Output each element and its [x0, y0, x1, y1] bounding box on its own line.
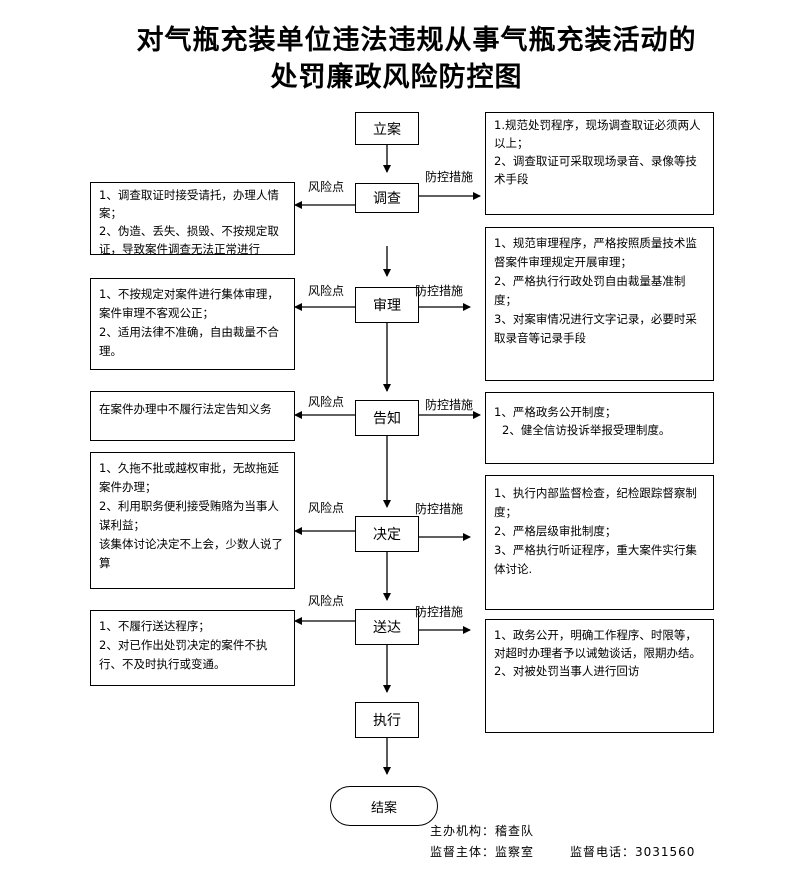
- step-lian: 立案: [355, 112, 419, 145]
- measure-box-shenli: 1、规范审理程序，严格按照质量技术监督案件审理规定开展审理； 2、严格执行行政处…: [485, 227, 714, 381]
- measure-label-2: 防控措施: [415, 284, 464, 298]
- risk-label-2: 风险点: [308, 284, 345, 298]
- risk-text: 1、不履行送达程序；: [99, 619, 210, 633]
- risk-text: 1、久拖不批或越权审批，无故拖延案件办理；: [99, 461, 279, 494]
- measure-text: 2、对被处罚当事人进行回访: [494, 664, 640, 678]
- measure-text: 2、严格层级审批制度；: [494, 524, 617, 538]
- measure-text: 1、执行内部监督检查，纪检跟踪督察制度；: [494, 486, 697, 519]
- risk-box-songda: 1、不履行送达程序； 2、对已作出处罚决定的案件不执行、不及时执行或变通。: [90, 610, 295, 686]
- measure-text: 1、严格政务公开制度；: [494, 405, 617, 419]
- footer-phone: 监督电话：3031560: [570, 845, 696, 859]
- risk-text: 1、调查取证时接受请托，办理人情案；: [99, 188, 279, 220]
- risk-text: 2、对已作出处罚决定的案件不执行、不及时执行或变通。: [99, 638, 268, 671]
- risk-box-diaocha: 1、调查取证时接受请托，办理人情案； 2、伪造、丢失、损毁、不按规定取证，导致案…: [90, 182, 295, 256]
- risk-label-5: 风险点: [308, 594, 345, 608]
- risk-text: 1、不按规定对案件进行集体审理，案件审理不客观公正；: [99, 287, 279, 320]
- measure-label-4: 防控措施: [415, 502, 464, 516]
- step-zhixing: 执行: [355, 702, 419, 738]
- risk-text: 2、伪造、丢失、损毁、不按规定取证，导致案件调查无法正常进行: [99, 224, 279, 256]
- measure-text: 3、严格执行听证程序，重大案件实行集体讨论.: [494, 543, 697, 576]
- step-jueding: 决定: [355, 516, 419, 552]
- measure-text: 1.规范处罚程序，现场调查取证必须两人以上；: [494, 118, 701, 150]
- measure-box-songda: 1、政务公开，明确工作程序、时限等，对超时办理者予以诫勉谈话，限期办结。 2、对…: [485, 619, 714, 733]
- step-songda: 送达: [355, 609, 419, 645]
- footer-host: 主办机构：稽查队: [430, 824, 535, 838]
- step-jiean: 结案: [330, 786, 438, 826]
- measure-text: 2、健全信访投诉举报受理制度。: [502, 423, 671, 437]
- measure-text: 1、规范审理程序，严格按照质量技术监督案件审理规定开展审理；: [494, 236, 697, 269]
- risk-text: 该集体讨论决定不上会，少数人说了算: [99, 537, 283, 570]
- measure-text: 2、严格执行行政处罚自由裁量基准制度；: [494, 274, 686, 307]
- measure-label-3: 防控措施: [425, 398, 474, 412]
- page-title-line1: 对气瓶充装单位违法违规从事气瓶充装活动的: [136, 25, 697, 56]
- risk-box-gaozhi: 在案件办理中不履行法定告知义务: [90, 391, 295, 441]
- measure-box-diaocha: 1.规范处罚程序，现场调查取证必须两人以上； 2、调查取证可采取现场录音、录像等…: [485, 112, 714, 215]
- measure-label-5: 防控措施: [415, 605, 464, 619]
- measure-box-jueding: 1、执行内部监督检查，纪检跟踪督察制度； 2、严格层级审批制度； 3、严格执行听…: [485, 475, 714, 610]
- risk-label-1: 风险点: [308, 180, 345, 194]
- risk-label-3: 风险点: [308, 395, 345, 409]
- risk-text: 2、适用法律不准确，自由裁量不合理。: [99, 325, 279, 358]
- risk-label-4: 风险点: [308, 501, 345, 515]
- step-gaozhi: 告知: [355, 400, 419, 436]
- step-shenli: 审理: [355, 287, 419, 323]
- measure-text: 2、调查取证可采取现场录音、录像等技术手段: [494, 154, 697, 186]
- risk-box-shenli: 1、不按规定对案件进行集体审理，案件审理不客观公正； 2、适用法律不准确，自由裁…: [90, 278, 295, 370]
- measure-label-1: 防控措施: [425, 170, 474, 184]
- step-diaocha: 调查: [355, 183, 419, 213]
- measure-box-gaozhi: 1、严格政务公开制度； 2、健全信访投诉举报受理制度。: [485, 392, 714, 464]
- risk-text: 在案件办理中不履行法定告知义务: [99, 402, 272, 416]
- risk-text: 2、利用职务便利接受贿赂为当事人谋利益；: [99, 499, 279, 532]
- page-title-line2: 处罚廉政风险防控图: [270, 62, 523, 93]
- measure-text: 1、政务公开，明确工作程序、时限等，对超时办理者予以诫勉谈话，限期办结。: [494, 628, 701, 660]
- measure-text: 3、对案审情况进行文字记录，必要时采取录音等记录手段: [494, 312, 697, 345]
- footer-supervisor: 监督主体：监察室: [430, 845, 535, 859]
- risk-box-jueding: 1、久拖不批或越权审批，无故拖延案件办理； 2、利用职务便利接受贿赂为当事人谋利…: [90, 452, 295, 589]
